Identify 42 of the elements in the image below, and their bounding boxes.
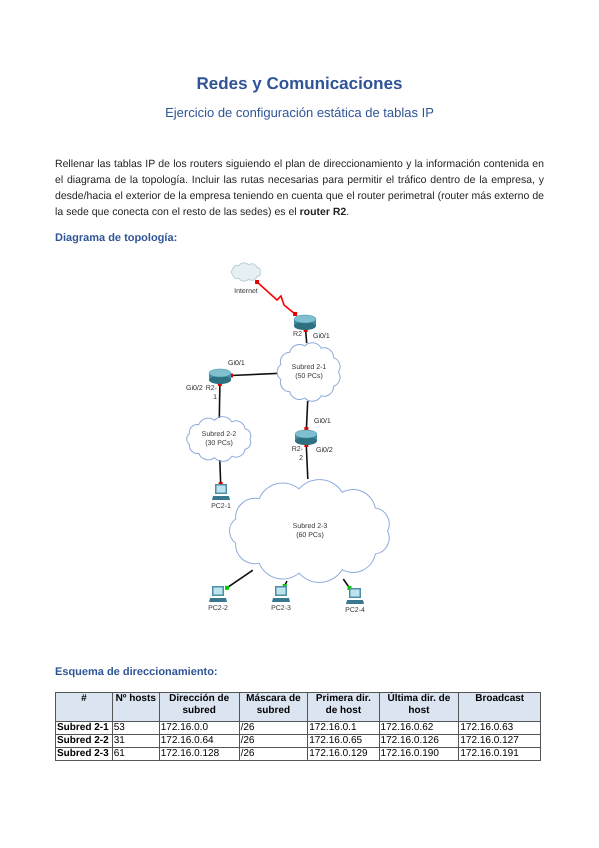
link-line (230, 372, 278, 376)
table-cell: Subred 2-1 (56, 722, 112, 734)
table-cell: 172.16.0.0 (159, 722, 240, 734)
table-cell: Subred 2-3 (56, 748, 112, 760)
table-cell: 53 (112, 722, 160, 734)
link-line (306, 400, 308, 430)
table-cell: 172.16.0.127 (458, 734, 540, 748)
header-cell: Dirección de subred (159, 692, 240, 722)
header-cell: # (56, 692, 112, 722)
link-line (256, 281, 296, 315)
header-cell: Última dir. de host (379, 692, 459, 722)
link-line (226, 570, 254, 588)
link-line (342, 578, 350, 588)
header-cell: Primera dir. de host (308, 692, 380, 722)
table-cell: 172.16.0.126 (379, 734, 459, 748)
table-cell: 172.16.0.191 (458, 748, 540, 760)
table-cell: 172.16.0.190 (379, 748, 459, 760)
page-title: Redes y Comunicaciones (196, 74, 404, 94)
table-cell: 172.16.0.128 (159, 748, 240, 760)
header-cell: Máscara de subred (239, 692, 308, 722)
table-cell: 31 (112, 734, 160, 748)
table-cell: Subred 2-2 (56, 734, 112, 748)
link-line (218, 384, 221, 418)
table-cell: 172.16.0.64 (159, 734, 240, 748)
link-line (219, 460, 222, 484)
header-cell: Nº hosts (112, 692, 160, 722)
table-cell: 172.16.0.62 (379, 722, 459, 734)
instructions-paragraph: Rellenar las tablas IP de los routers siguiendo el plan de direccionamiento y la información contenida en el diagrama de la topología. Incluir las rutas necesarias para permitir el tráfico dentro de la empresa, y desde/hacia el exterior de la empresa teniendo en cuenta que el router perimetral (router más externo de la sede que conecta con el resto de las sedes) es el router R2. (55, 157, 544, 220)
header-cell: Broadcast (458, 692, 540, 722)
table-cell: 172.16.0.129 (308, 748, 380, 760)
table-cell: 172.16.0.65 (308, 734, 380, 748)
link-line (306, 444, 309, 480)
table-cell: 172.16.0.63 (458, 722, 540, 734)
page-subtitle: Ejercicio de configuración estática de tablas IP (164, 105, 435, 120)
section-heading: Diagrama de topología: (55, 232, 178, 244)
section-heading: Esquema de direccionamiento: (55, 666, 218, 678)
table-cell: 172.16.0.1 (308, 722, 380, 734)
table-cell: 61 (112, 748, 160, 760)
table-cell: /26 (239, 734, 308, 748)
table-cell: /26 (239, 748, 308, 760)
link-line (304, 330, 308, 344)
table-cell: /26 (239, 722, 308, 734)
